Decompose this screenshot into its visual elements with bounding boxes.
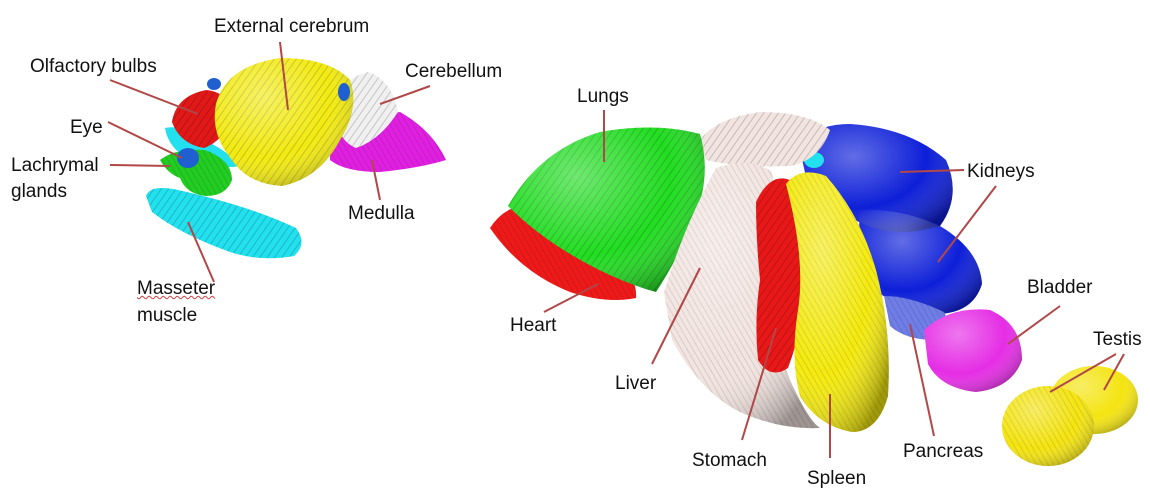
leader-bladder (1008, 306, 1060, 344)
label-testis: Testis (1093, 328, 1142, 351)
label-medulla: Medulla (348, 202, 415, 225)
label-masseter-line1: Masseter (137, 277, 215, 300)
label-pancreas: Pancreas (903, 440, 983, 463)
label-kidneys: Kidneys (967, 160, 1035, 183)
label-eye: Eye (70, 116, 103, 139)
olfactory-blue-dot (207, 78, 221, 90)
cerebrum-blue-spot (338, 83, 350, 101)
label-stomach: Stomach (692, 449, 767, 472)
leader-olfactory-bulbs (110, 80, 198, 114)
label-olfactory-bulbs: Olfactory bulbs (30, 55, 157, 78)
label-bladder: Bladder (1027, 276, 1093, 299)
label-external-cerebrum: External cerebrum (214, 15, 369, 38)
label-lachrymal-line2: glands (11, 180, 67, 203)
label-lachrymal-line1: Lachrymal (11, 154, 99, 177)
label-lungs: Lungs (577, 85, 629, 108)
label-masseter-line2: muscle (137, 304, 197, 327)
label-heart: Heart (510, 314, 556, 337)
label-spleen: Spleen (807, 467, 866, 488)
leader-lachrymal (110, 165, 170, 166)
label-cerebellum: Cerebellum (405, 60, 502, 83)
label-liver: Liver (615, 372, 656, 395)
